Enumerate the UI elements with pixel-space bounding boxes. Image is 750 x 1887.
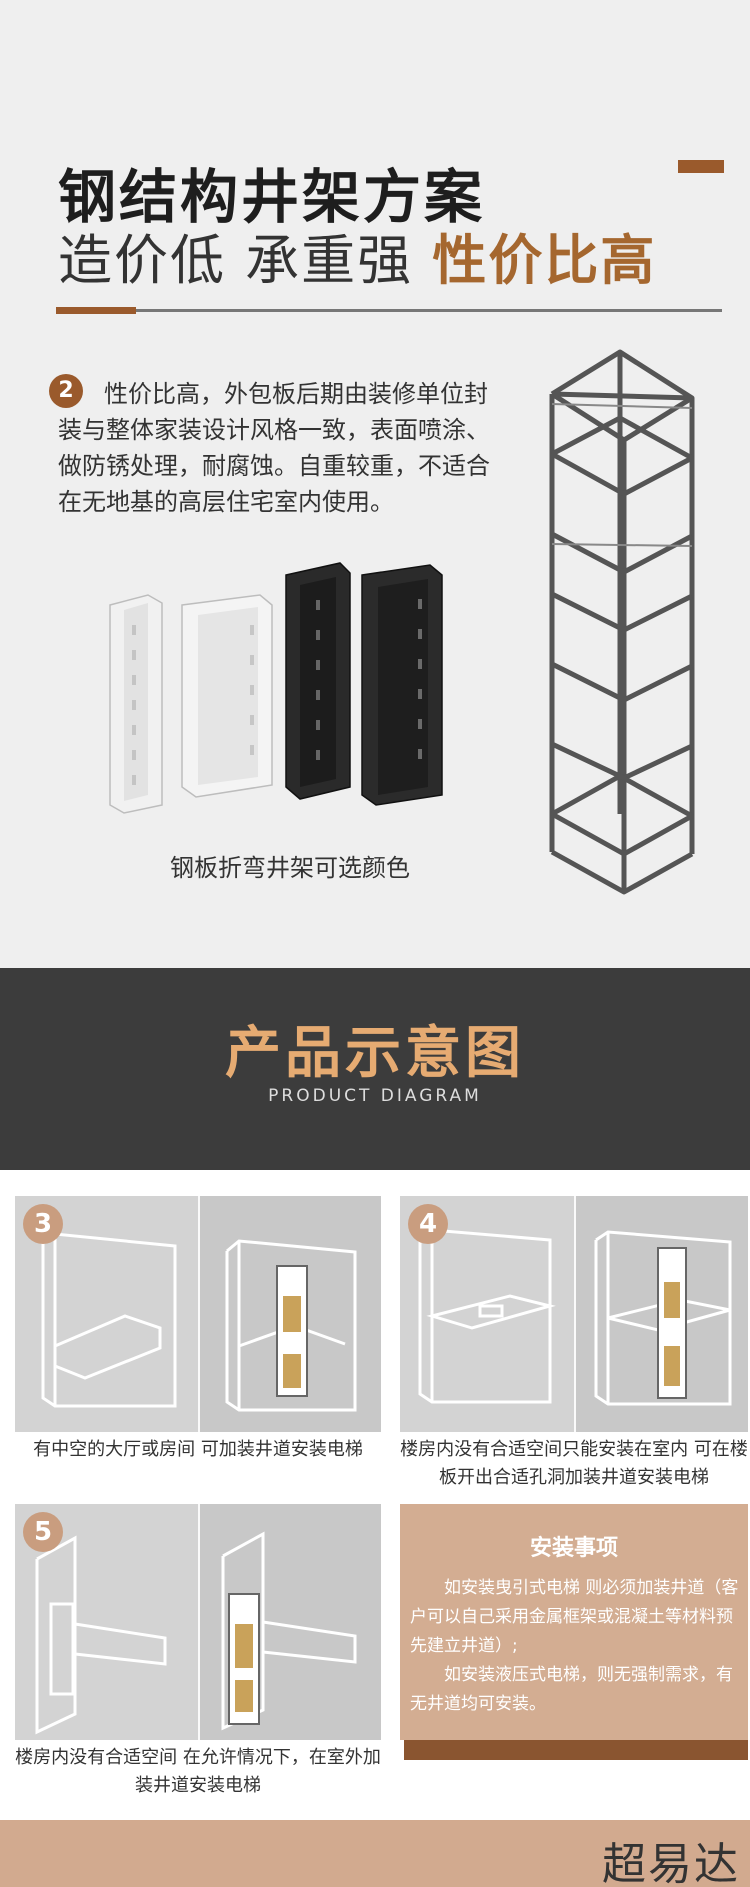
card-caption: 有中空的大厅或房间 可加装井道安装电梯	[33, 1439, 363, 1460]
brand-name: 超易达	[602, 1839, 740, 1887]
installation-notes: 安装事项 如安装曳引式电梯 则必须加装井道（客户可以自己采用金属框架或混凝土等材…	[400, 1504, 748, 1740]
subtitle-plain: 造价低 承重强	[58, 229, 433, 292]
feature-number-badge: 2	[49, 374, 83, 408]
card-caption: 楼房内没有合适空间只能安装在室内 可在楼板开出合适孔洞加装井道安装电梯	[400, 1439, 748, 1488]
card-caption: 楼房内没有合适空间 在允许情况下，在室外加装井道安装电梯	[15, 1747, 381, 1796]
footer-band	[0, 1820, 750, 1887]
accent-bar	[678, 160, 724, 173]
panel-caption: 钢板折弯井架可选颜色	[170, 854, 410, 882]
divider-highlight	[56, 307, 136, 314]
step-badge: 3	[23, 1204, 63, 1244]
shaft-frame-section: 钢结构井架方案 造价低 承重强 性价比高 性价比高，外包板后期由装修单位封装与整…	[49, 160, 724, 895]
steel-frame-tower-image	[549, 349, 695, 895]
notes-paragraph: 如安装液压式电梯，则无强制需求，有无井道均可安装。	[410, 1665, 733, 1714]
outdoor-shaft-illustration	[35, 1531, 357, 1735]
subtitle-highlight: 性价比高	[432, 229, 657, 292]
step-badge: 4	[408, 1204, 448, 1244]
notes-bottom-bar	[404, 1740, 748, 1760]
diagram-card-hall: 3	[15, 1196, 381, 1432]
hall-room-illustration	[41, 1232, 357, 1412]
diagram-card-outdoor: 5	[15, 1504, 381, 1740]
notes-body: 如安装曳引式电梯 则必须加装井道（客户可以自己采用金属框架或混凝土等材料预先建立…	[410, 1574, 746, 1719]
feature-description: 性价比高，外包板后期由装修单位封装与整体家装设计风格一致，表面喷涂、做防锈处理，…	[58, 380, 490, 516]
diagram-card-floor-opening: 4	[400, 1196, 748, 1432]
banner-title: 产品示意图	[225, 1021, 525, 1086]
section-title: 钢结构井架方案	[58, 163, 486, 231]
floor-opening-illustration	[418, 1228, 732, 1406]
step-badge: 5	[23, 1512, 63, 1552]
section-subtitle: 造价低 承重强 性价比高	[58, 216, 656, 295]
steel-panels-image	[109, 562, 443, 814]
product-diagram-banner: 产品示意图 PRODUCT DIAGRAM	[0, 968, 750, 1170]
notes-title: 安装事项	[529, 1536, 618, 1561]
banner-subtitle: PRODUCT DIAGRAM	[268, 1086, 482, 1106]
divider-line	[56, 309, 722, 312]
notes-paragraph: 如安装曳引式电梯 则必须加装井道（客户可以自己采用金属框架或混凝土等材料预先建立…	[410, 1578, 739, 1656]
